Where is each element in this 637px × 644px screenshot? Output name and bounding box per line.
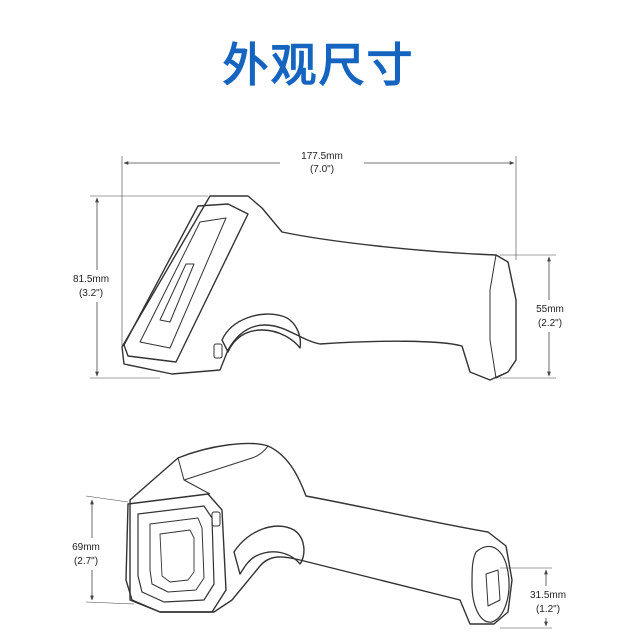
perspective-handle-port [485, 569, 501, 607]
perspective-handle-end [471, 546, 510, 623]
head-in-label: (2.7") [74, 556, 98, 567]
base-mm-label: 31.5mm [530, 590, 566, 601]
base-in-label: (1.2") [536, 604, 560, 615]
side-view-body-outline [121, 195, 517, 381]
perspective-head-frame [125, 493, 227, 613]
side-view-trigger [221, 313, 302, 353]
perspective-scan-window-core [159, 529, 195, 583]
perspective-body-outline [129, 442, 513, 625]
side-view-dimensions [90, 156, 556, 379]
perspective-dimensions [85, 495, 552, 629]
side-view-window [159, 263, 195, 323]
perspective-view [125, 442, 513, 625]
side-view-handle-cap [489, 254, 517, 379]
side-view-button [213, 343, 223, 359]
perspective-side-button [211, 511, 221, 527]
perspective-scan-window [137, 505, 215, 603]
side-view [121, 195, 517, 381]
height-mm-label: 81.5mm [73, 274, 109, 285]
length-mm-label: 177.5mm [301, 151, 343, 162]
handle-in-label: (2.2") [538, 318, 562, 329]
handle-mm-label: 55mm [536, 304, 564, 315]
side-view-head-front [123, 203, 249, 363]
page-title: 外观尺寸 [222, 38, 415, 92]
length-in-label: (7.0") [310, 164, 334, 175]
height-in-label: (3.2") [79, 288, 103, 299]
perspective-scan-window-inner [149, 517, 205, 593]
side-view-head-inner [139, 217, 227, 349]
perspective-top-ridge [177, 445, 269, 495]
perspective-trigger [233, 525, 305, 575]
head-mm-label: 69mm [72, 542, 100, 553]
